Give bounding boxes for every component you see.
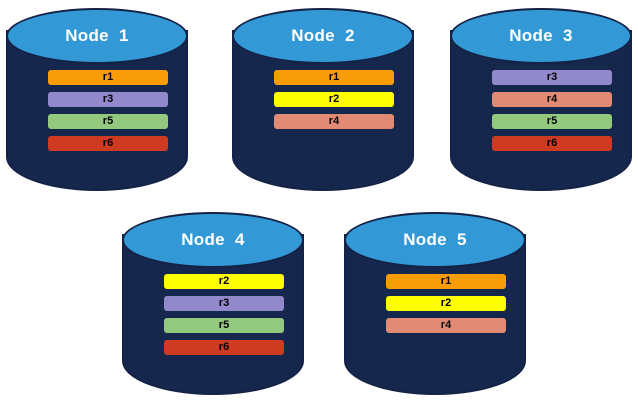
replica-label: r6 (218, 341, 230, 353)
replica-list: r1 r3 r5 r6 (48, 70, 168, 151)
replica-label: r2 (440, 297, 452, 309)
replica-bar[interactable]: r2 (164, 274, 284, 289)
replica-bar[interactable]: r4 (274, 114, 394, 129)
node-top-disc (122, 212, 304, 268)
replica-list: r1 r2 r4 (386, 274, 506, 333)
replica-list: r3 r4 r5 r6 (492, 70, 612, 151)
replica-label: r3 (102, 93, 114, 105)
replica-label: r3 (546, 71, 558, 83)
replica-label: r3 (218, 297, 230, 309)
replica-bar[interactable]: r2 (386, 296, 506, 311)
replica-bar[interactable]: r1 (274, 70, 394, 85)
replica-bar[interactable]: r3 (164, 296, 284, 311)
replica-label: r4 (440, 319, 452, 331)
replica-bar[interactable]: r1 (386, 274, 506, 289)
replica-bar[interactable]: r6 (48, 136, 168, 151)
node-top-disc (6, 8, 188, 64)
replica-bar[interactable]: r3 (492, 70, 612, 85)
node-top-disc (232, 8, 414, 64)
replica-bar[interactable]: r5 (164, 318, 284, 333)
replica-label: r1 (328, 71, 340, 83)
replica-label: r1 (102, 71, 114, 83)
replica-label: r6 (102, 137, 114, 149)
replica-label: r5 (218, 319, 230, 331)
replica-label: r6 (546, 137, 558, 149)
replica-bar[interactable]: r5 (492, 114, 612, 129)
replica-bar[interactable]: r4 (492, 92, 612, 107)
replica-bar[interactable]: r5 (48, 114, 168, 129)
replica-list: r2 r3 r5 r6 (164, 274, 284, 355)
replica-bar[interactable]: r6 (164, 340, 284, 355)
replica-bar[interactable]: r2 (274, 92, 394, 107)
replica-bar[interactable]: r4 (386, 318, 506, 333)
replica-bar[interactable]: r3 (48, 92, 168, 107)
node-top-disc (344, 212, 526, 268)
node-top-disc (450, 8, 632, 64)
replica-label: r2 (328, 93, 340, 105)
replica-label: r5 (546, 115, 558, 127)
replica-label: r2 (218, 275, 230, 287)
replica-label: r5 (102, 115, 114, 127)
replica-label: r4 (546, 93, 558, 105)
replica-bar[interactable]: r1 (48, 70, 168, 85)
replica-label: r1 (440, 275, 452, 287)
replica-label: r4 (328, 115, 340, 127)
replica-bar[interactable]: r6 (492, 136, 612, 151)
replica-list: r1 r2 r4 (274, 70, 394, 129)
